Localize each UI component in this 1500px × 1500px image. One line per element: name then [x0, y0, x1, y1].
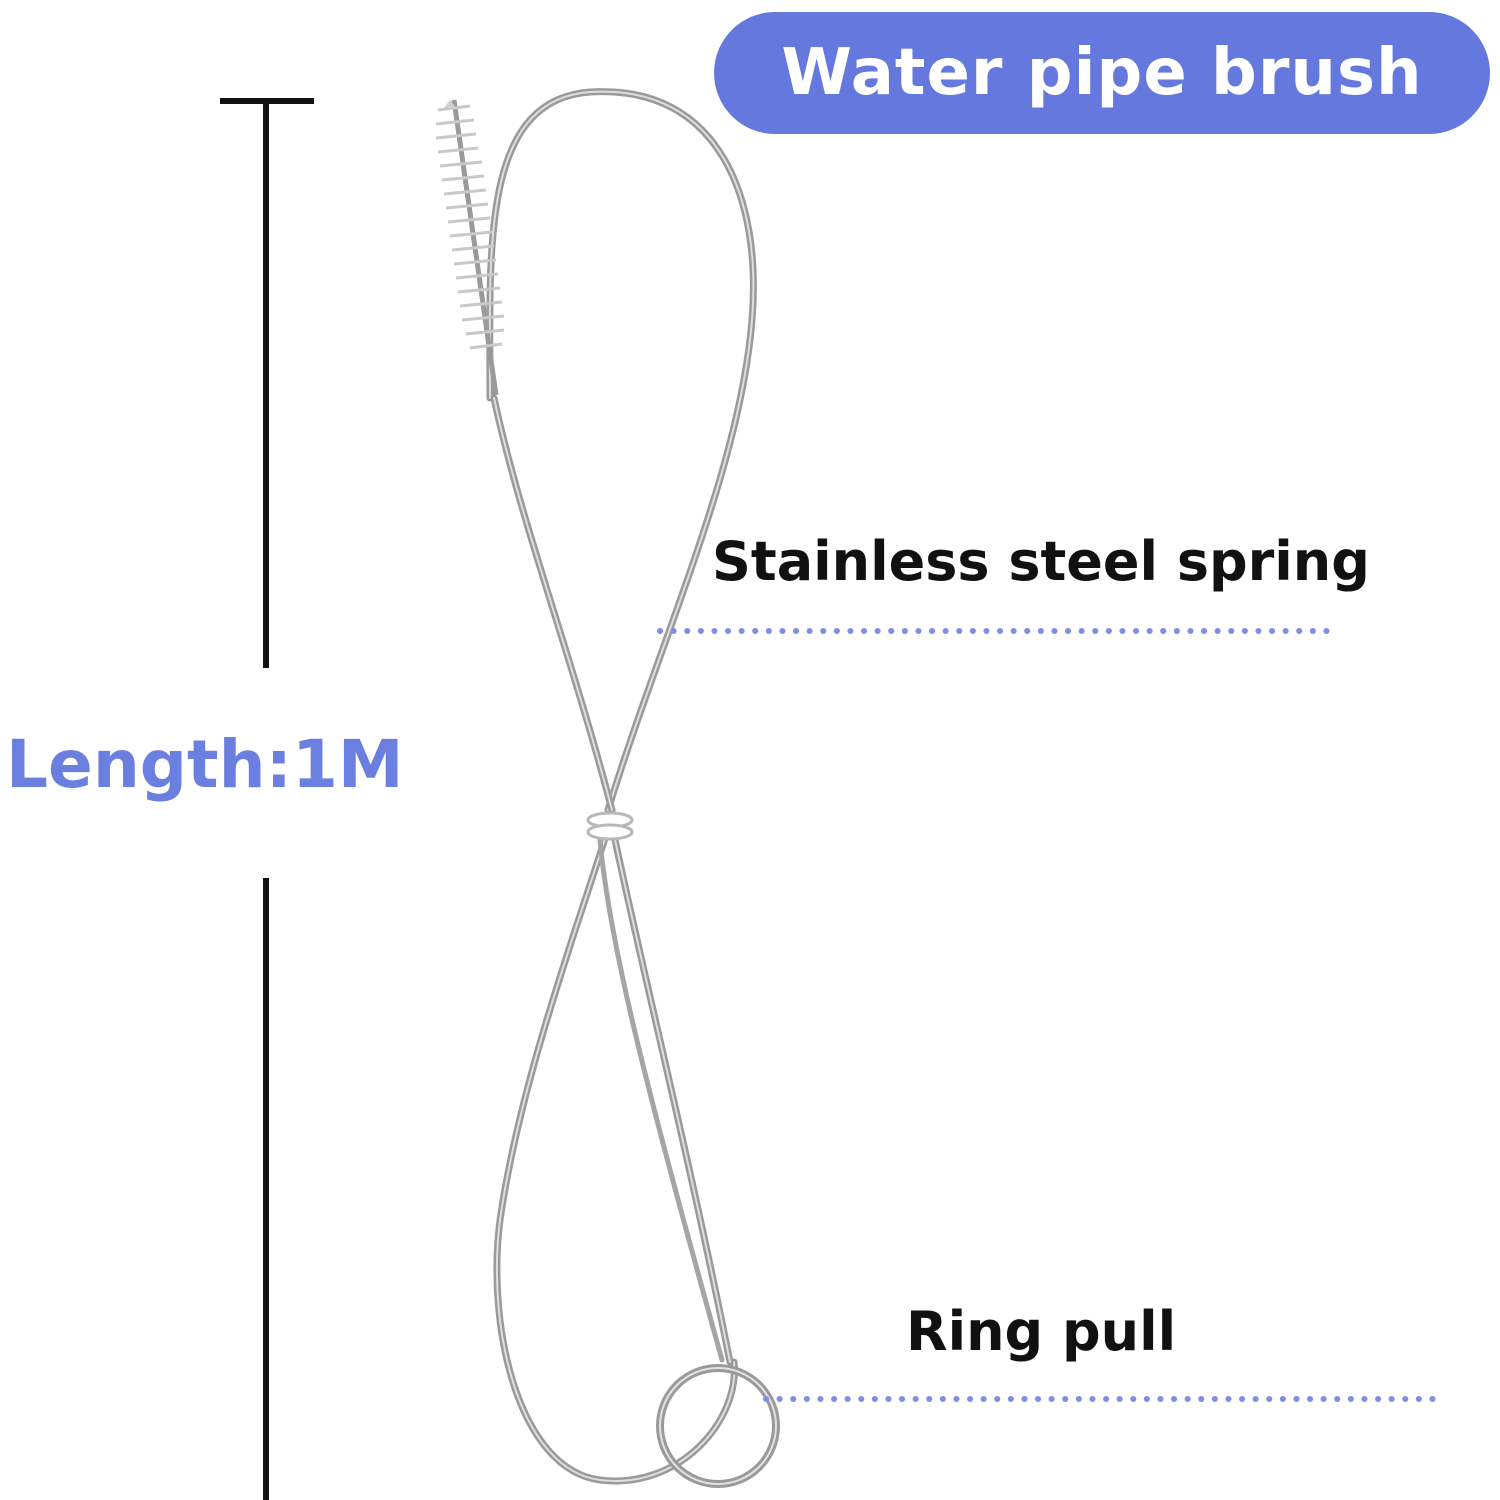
callout-dotted-lines — [657, 628, 1449, 1402]
dimension-line — [220, 98, 314, 1500]
ring-pull-callout-label: Ring pull — [906, 1300, 1177, 1363]
brush-head-icon — [435, 99, 505, 396]
spring-callout-label: Stainless steel spring — [712, 530, 1370, 593]
title-badge: Water pipe brush — [714, 12, 1490, 134]
length-label: Length:1M — [6, 726, 404, 803]
spring-wire — [486, 88, 757, 1485]
wire-binding — [586, 811, 634, 841]
product-title: Water pipe brush — [781, 36, 1423, 110]
